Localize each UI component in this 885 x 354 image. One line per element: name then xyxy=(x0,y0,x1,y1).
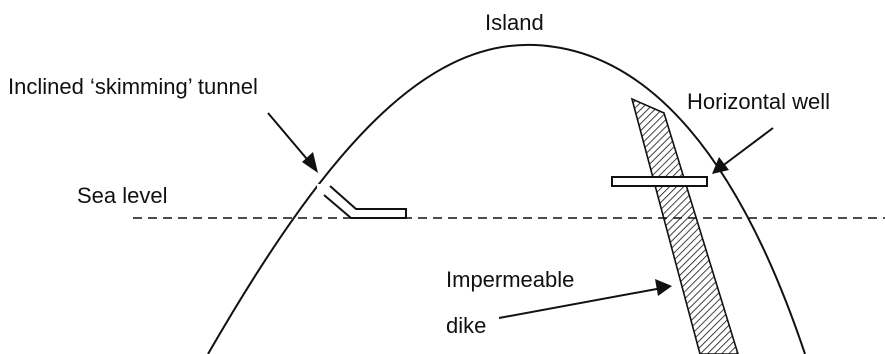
tunnel-arrow xyxy=(267,112,318,173)
horizontal-well xyxy=(611,176,708,187)
skimming-tunnel xyxy=(323,185,407,219)
sea-level-label: Sea level xyxy=(77,183,168,208)
impermeable-dike xyxy=(630,97,739,354)
dike-arrow xyxy=(498,279,672,319)
island-label: Island xyxy=(485,10,544,35)
well-arrow xyxy=(712,127,774,174)
horizontal-well-label: Horizontal well xyxy=(687,89,830,114)
dike-label-line1: Impermeable xyxy=(446,267,574,292)
skimming-tunnel-label: Inclined ‘skimming’ tunnel xyxy=(8,74,258,99)
island-outline xyxy=(207,43,806,354)
dike-label-line2: dike xyxy=(446,313,486,338)
